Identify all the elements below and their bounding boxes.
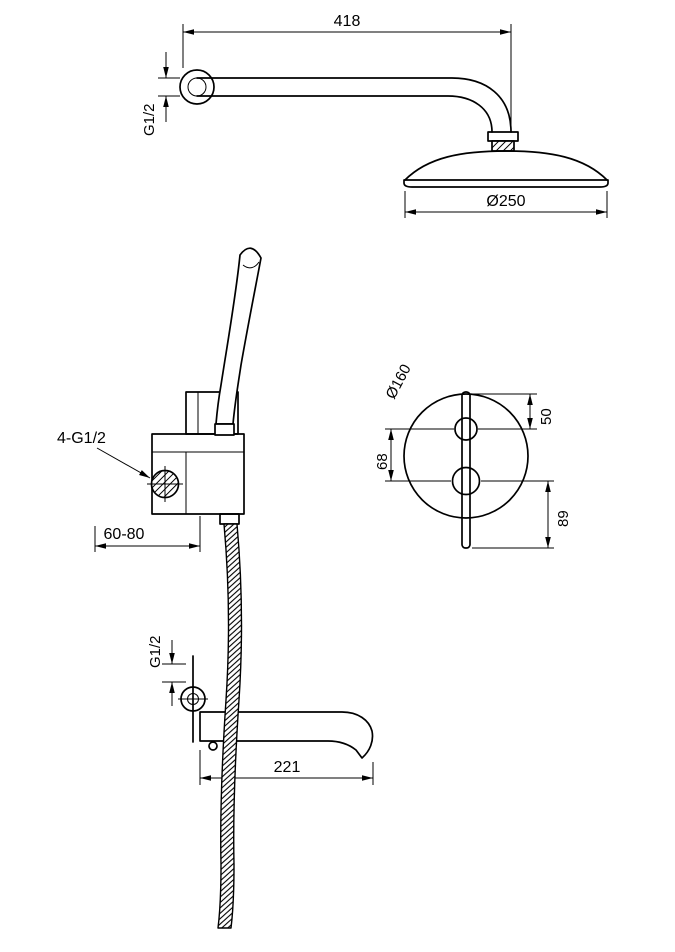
spout-screw — [208, 741, 218, 751]
dim-label-plate-diameter: Ø160 — [383, 361, 415, 401]
dim-spout-thread: G1/2 — [147, 635, 186, 706]
hose-connector — [219, 513, 240, 525]
dim-plate-top-offset: 50 — [471, 393, 555, 430]
shower-hose — [217, 523, 243, 929]
label-valve-ports: 4-G1/2 — [57, 430, 151, 479]
dim-arm-length: 418 — [182, 13, 512, 130]
mixer-knob — [451, 466, 481, 496]
spout-body — [199, 711, 374, 759]
dim-label-valve-ports: 4-G1/2 — [57, 430, 106, 447]
dim-install-depth: 60-80 — [94, 516, 201, 552]
tub-spout — [178, 655, 374, 759]
dim-label-arm-length: 418 — [334, 13, 361, 30]
diverter-knob — [454, 417, 478, 441]
arm-wall-flange — [179, 69, 215, 105]
shower-head — [403, 150, 609, 188]
arm-connector-nut — [487, 131, 519, 142]
dim-head-diameter: Ø250 — [404, 191, 608, 218]
dim-label-spout-thread: G1/2 — [147, 635, 164, 668]
dim-label-spout-length: 221 — [274, 759, 301, 776]
dim-label-arm-thread: G1/2 — [141, 103, 158, 136]
mixer-body — [151, 433, 245, 515]
hand-shower-nut — [214, 423, 235, 436]
dim-label-install-depth: 60-80 — [104, 526, 145, 543]
dim-label-handle-spacing: 68 — [374, 453, 391, 470]
trim-plate: Ø160 — [383, 361, 529, 549]
dim-arm-thread: G1/2 — [141, 52, 180, 136]
dim-label-plate-bottom-offset: 89 — [555, 510, 572, 527]
lever-handle — [461, 391, 471, 549]
hand-shower — [214, 247, 262, 436]
dim-label-plate-top-offset: 50 — [538, 408, 555, 425]
spout-wall-flange — [180, 686, 206, 712]
dim-label-head-diameter: Ø250 — [486, 193, 525, 210]
dim-plate-bottom-offset: 89 — [472, 480, 572, 549]
trim-plate-circle — [403, 393, 529, 519]
shower-arm — [179, 69, 519, 152]
dim-handle-spacing: 68 — [374, 428, 454, 482]
